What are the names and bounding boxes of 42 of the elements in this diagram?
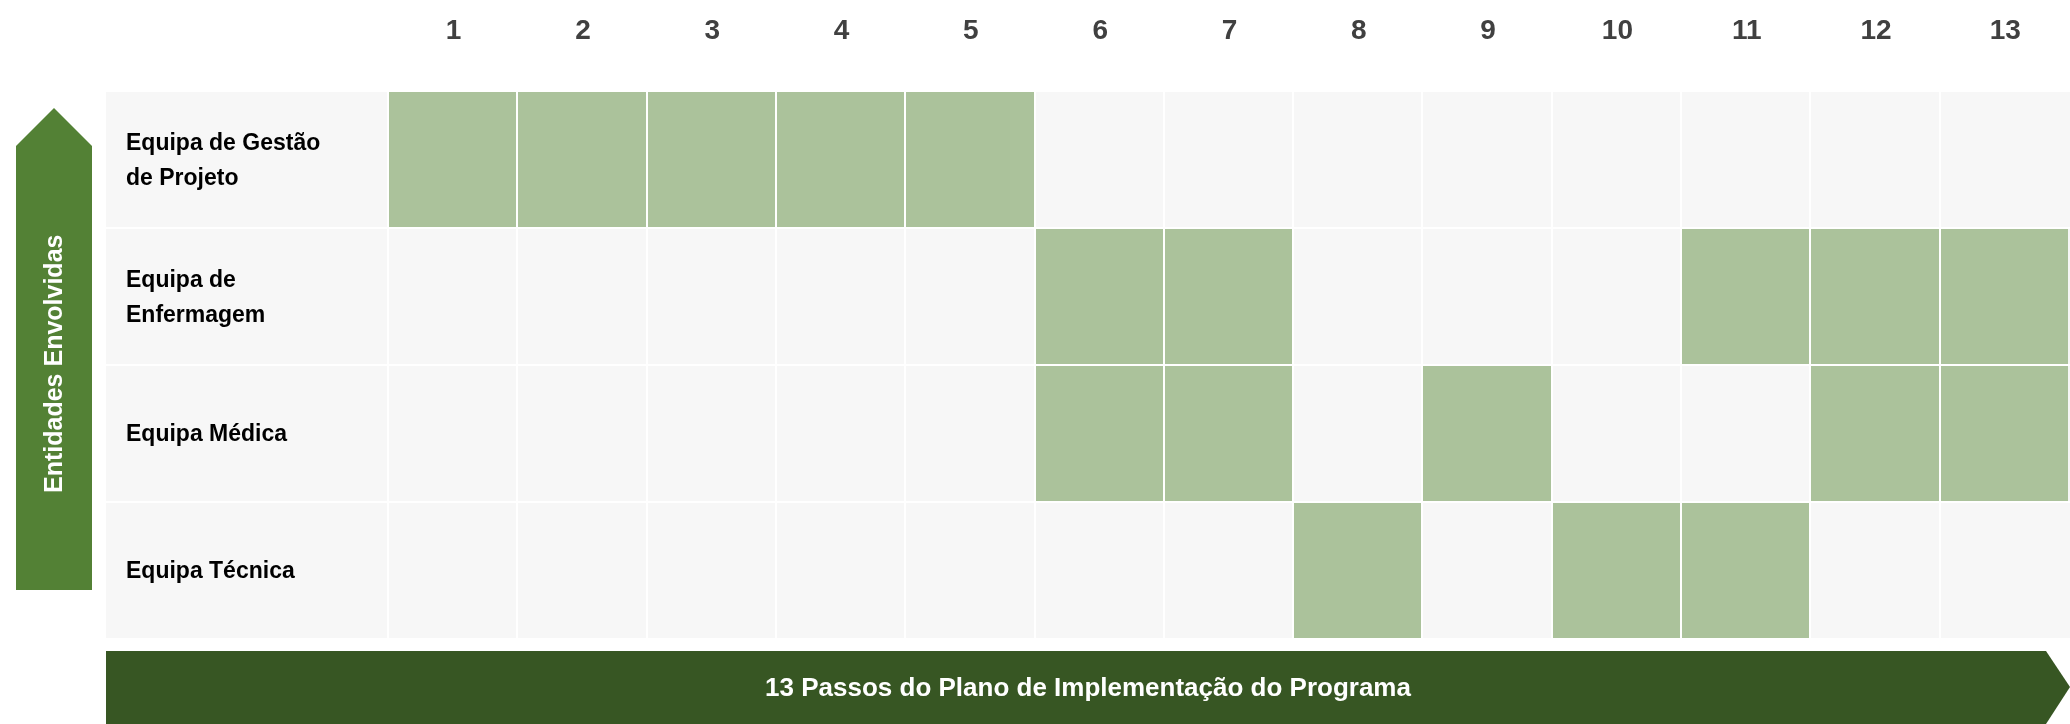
step-number: 13 bbox=[1988, 13, 2022, 47]
step-number: 3 bbox=[703, 13, 722, 47]
filled-cell bbox=[1811, 366, 1939, 501]
filled-cell bbox=[1035, 366, 1163, 501]
filled-cell bbox=[1035, 229, 1163, 364]
axis-label: Entidades Envolvidas bbox=[38, 234, 69, 494]
step-number: 4 bbox=[832, 13, 851, 47]
row-label: Equipa Médica bbox=[126, 419, 289, 449]
step-number: 11 bbox=[1730, 13, 1763, 47]
table-row bbox=[106, 229, 2070, 364]
axis-label: 13 Passos do Plano de Implementação do Programa bbox=[765, 671, 1411, 704]
row-label: Equipa de Enfermagem bbox=[126, 265, 267, 329]
filled-cell bbox=[1164, 229, 1293, 364]
row-label: Equipa de Gestão de Projeto bbox=[126, 128, 322, 192]
table-row bbox=[106, 92, 2070, 227]
step-number: 8 bbox=[1350, 13, 1368, 47]
up-arrow bbox=[16, 108, 92, 590]
table-row bbox=[106, 503, 2070, 638]
step-number: 10 bbox=[1600, 13, 1634, 47]
filled-cell bbox=[647, 92, 775, 227]
filled-cell bbox=[1423, 366, 1551, 501]
filled-cell bbox=[1940, 229, 2068, 364]
step-number: 1 bbox=[444, 13, 463, 47]
step-number: 6 bbox=[1091, 13, 1109, 47]
filled-cell bbox=[1682, 503, 1810, 638]
step-number: 12 bbox=[1859, 13, 1893, 47]
filled-cell bbox=[1811, 229, 1939, 364]
filled-cell bbox=[1552, 503, 1681, 638]
table-row bbox=[106, 366, 2070, 501]
filled-cell bbox=[906, 92, 1034, 227]
step-number: 9 bbox=[1479, 13, 1497, 47]
step-number: 5 bbox=[962, 13, 980, 47]
filled-cell bbox=[1682, 229, 1810, 364]
filled-cell bbox=[389, 92, 517, 227]
filled-cell bbox=[1940, 366, 2068, 501]
row-label: Equipa Técnica bbox=[126, 556, 296, 586]
filled-cell bbox=[518, 92, 646, 227]
filled-cell bbox=[1164, 366, 1293, 501]
step-number: 7 bbox=[1220, 13, 1239, 47]
step-number: 2 bbox=[574, 13, 592, 47]
filled-cell bbox=[776, 92, 905, 227]
filled-cell bbox=[1294, 503, 1422, 638]
